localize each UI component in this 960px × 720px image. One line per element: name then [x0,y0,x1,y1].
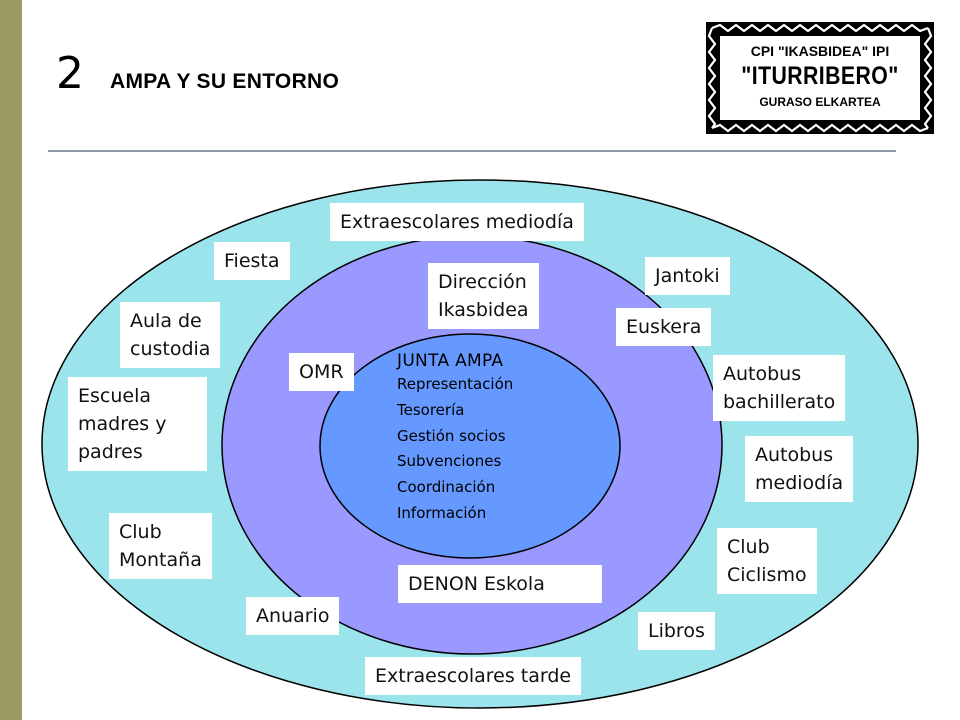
label-autobus-bachillerato: Autobus bachillerato [713,355,846,421]
logo-line-3: GURASO ELKARTEA [759,95,881,109]
label-extraescolares-tarde: Extraescolares tarde [365,657,582,695]
logo-line-1: CPI "IKASBIDEA" IPI [750,43,890,59]
title-divider [48,150,896,152]
label-euskera: Euskera [616,308,712,346]
label-omr: OMR [289,353,354,391]
junta-ampa-block: JUNTA AMPA Representación Tesorería Gest… [397,350,513,527]
junta-item: Representación [397,375,514,393]
junta-item: Gestión socios [397,426,506,445]
label-fiesta: Fiesta [214,242,290,280]
left-accent-bar [0,0,22,720]
slide-title: AMPA Y SU ENTORNO [110,70,340,93]
junta-title: JUNTA AMPA [397,351,504,371]
logo-line-2: "ITURRIBERO" [741,62,899,90]
label-aula-custodia: Aula de custodia [120,302,221,368]
label-jantoki: Jantoki [645,257,730,295]
label-anuario: Anuario [246,597,340,635]
junta-item: Coordinación [397,478,496,497]
label-autobus-mediodia: Autobus mediodía [745,436,854,502]
inner-ellipse [319,333,621,559]
label-libros: Libros [638,612,715,650]
label-club-montana: Club Montaña [109,513,212,579]
slide-number: 2 [56,48,84,99]
label-direccion: Dirección Ikasbidea [428,263,539,329]
junta-item: Información [397,503,487,522]
label-club-ciclismo: Club Ciclismo [717,528,817,594]
junta-item: Tesorería [397,400,465,419]
school-logo: CPI "IKASBIDEA" IPI "ITURRIBERO" GURASO … [706,22,934,134]
label-denon-eskola: DENON Eskola [398,565,602,603]
label-escuela-padres: Escuela madres y padres [68,377,207,471]
label-extraescolares-mediodia: Extraescolares mediodía [330,203,584,241]
junta-item: Subvenciones [397,452,502,471]
logo-frame [706,22,934,134]
